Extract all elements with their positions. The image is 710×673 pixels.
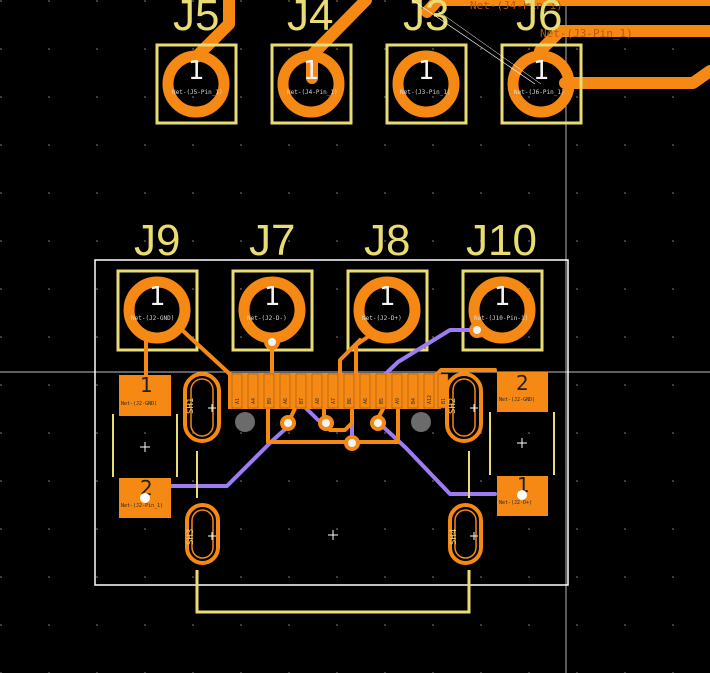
top-connector-j5[interactable]: J5 1 Net-(J5-Pin_1) <box>155 0 238 125</box>
usb-pin-label: A4 <box>251 398 257 404</box>
slot-sh3-label: SH3 <box>186 529 196 545</box>
usb-pin-label: A12 <box>427 395 433 404</box>
bottom-trace-right <box>376 420 497 496</box>
top-connector-j6-ref: J6 <box>516 0 562 40</box>
slot-sh4[interactable]: SH4 <box>448 503 483 565</box>
via-group <box>140 322 527 503</box>
fanout-center-loop <box>266 400 400 444</box>
top-connector-j4-ref: J4 <box>287 0 333 40</box>
mid-connector-j9-net: Net-(J2-GND) <box>131 315 174 322</box>
usb-pin-label: A9 <box>395 398 401 404</box>
mid-connector-j7-ref: J7 <box>249 216 295 265</box>
usb-pin-a9-10[interactable]: A9 <box>391 373 403 409</box>
mid-connector-j7-pin: 1 <box>264 282 281 312</box>
board-outline <box>94 259 569 586</box>
usb-pin-a6-8[interactable]: A6 <box>359 373 371 409</box>
top-connector-j4-net: Net-(J4-Pin_1) <box>287 89 338 96</box>
slot-sh2[interactable]: SH2 <box>445 372 483 443</box>
top-connector-j6[interactable]: J6 1 Net-(J6-Pin_1) <box>500 0 583 125</box>
usb-pin-b9-2[interactable]: B9 <box>263 373 275 409</box>
top-trace-j6-lower <box>559 65 710 89</box>
usb-pin-list: A1 A4 B9 A6 B7 A8 A7 B6 A6 B5 A9 B4 A12 B1 <box>231 373 449 409</box>
mid-connector-j10-pin: 1 <box>494 282 511 312</box>
net-label-j4: Net-(J4-Pin_1) <box>470 0 563 12</box>
pad-right-top[interactable]: 2 Net-(J2-GND) <box>497 371 548 412</box>
ratsnest-line-2 <box>437 10 542 85</box>
usb-pin-label: A1 <box>235 398 241 404</box>
pad-left-top[interactable]: 1 Net-(J2-GND) <box>119 373 171 416</box>
usb-pin-b5-9[interactable]: B5 <box>375 373 387 409</box>
ratsnest-line-1 <box>411 0 536 85</box>
usb-pin-label: A6 <box>363 398 369 404</box>
usb-pin-label: B6 <box>347 398 353 404</box>
usb-pin-b7-4[interactable]: B7 <box>295 373 307 409</box>
slot-sh2-label: SH2 <box>448 398 458 414</box>
usb-pin-a12-12[interactable]: A12 <box>423 373 435 409</box>
top-connector-j3-pin: 1 <box>418 56 435 86</box>
slot-sh4-label: SH4 <box>449 529 459 545</box>
mount-hole-right <box>411 412 431 432</box>
top-connector-j3-ref: J3 <box>403 0 449 40</box>
usb-pin-a8-5[interactable]: A8 <box>311 373 323 409</box>
usb-pin-label: B9 <box>267 398 273 404</box>
usb-pin-label: A7 <box>331 398 337 404</box>
pad-left-top-num: 1 <box>140 373 153 397</box>
usb-pin-a1-0[interactable]: A1 <box>231 373 243 409</box>
pad-left-top-net: Net-(J2-GND) <box>121 401 157 407</box>
mid-connector-j10[interactable]: J10 1 Net-(J10-Pin-1) <box>461 216 544 352</box>
slot-sh3[interactable]: SH3 <box>185 503 220 565</box>
silkscreen-right-marker <box>489 412 555 475</box>
mount-hole-left <box>235 412 255 432</box>
silkscreen-bottom-u <box>195 570 471 614</box>
usb-pin-b6-7[interactable]: B6 <box>343 373 355 409</box>
mid-connector-j7[interactable]: J7 1 Net-(J2-D-) <box>231 216 314 352</box>
usb-pin-label: B1 <box>441 398 447 404</box>
top-trace-j3 <box>421 0 710 18</box>
usb-pin-label: A8 <box>315 398 321 404</box>
mid-connector-j9-pin: 1 <box>149 282 166 312</box>
top-connector-j4[interactable]: J4 1 Net-(J4-Pin_1) <box>270 0 353 125</box>
bottom-trace-left <box>168 421 294 488</box>
pad-right-top-net: Net-(J2-GND) <box>499 397 535 403</box>
slot-sh1-label: SH1 <box>186 398 196 414</box>
mid-connector-j8-net: Net-(J2-D+) <box>362 315 402 322</box>
mid-connector-j8-ref: J8 <box>364 216 410 265</box>
mid-connector-j8-pin: 1 <box>379 282 396 312</box>
usb-pin-b4-11[interactable]: B4 <box>407 373 419 409</box>
top-connector-j6-net: Net-(J6-Pin_1) <box>514 89 565 96</box>
top-connector-j5-pin: 1 <box>188 56 205 86</box>
pad-right-bottom-net: Net-(J2-D+) <box>499 500 532 506</box>
alignment-crosses <box>140 404 527 540</box>
top-connector-j6-pin: 1 <box>533 56 550 86</box>
mid-connector-j9[interactable]: J9 1 Net-(J2-GND) <box>116 216 199 352</box>
usb-pin-a7-6[interactable]: A7 <box>327 373 339 409</box>
top-connector-j3-net: Net-(J3-Pin_1) <box>400 89 451 96</box>
usb-connector-footprint: A1 A4 B9 A6 B7 A8 A7 B6 A6 B5 A9 B4 A12 B1 <box>228 373 449 432</box>
mid-connector-j9-ref: J9 <box>134 216 180 265</box>
usb-pin-a6-3[interactable]: A6 <box>279 373 291 409</box>
mid-connector-j10-net: Net-(J10-Pin-1) <box>474 315 528 322</box>
pad-left-bottom-net: Net-(J2-Pin_1) <box>121 503 163 509</box>
pad-left-bottom[interactable]: 2 Net-(J2-Pin_1) <box>119 476 171 518</box>
top-connector-j5-net: Net-(J5-Pin_1) <box>172 89 223 96</box>
usb-pin-label: B7 <box>299 398 305 404</box>
silkscreen-left-marker <box>112 414 178 477</box>
mid-connector-j8[interactable]: J8 1 Net-(J2-D+) <box>346 216 429 352</box>
top-connector-j5-ref: J5 <box>173 0 219 40</box>
top-connector-j3[interactable]: J3 1 Net-(J3-Pin_1) <box>385 0 468 125</box>
usb-pin-a4-1[interactable]: A4 <box>247 373 259 409</box>
mid-connector-j7-net: Net-(J2-D-) <box>247 315 287 322</box>
usb-pin-label: B5 <box>379 398 385 404</box>
mid-connector-j10-ref: J10 <box>466 216 537 265</box>
usb-pin-label: A6 <box>283 398 289 404</box>
usb-pin-label: B4 <box>411 398 417 404</box>
top-connector-j4-pin: 1 <box>303 56 320 86</box>
pad-right-top-num: 2 <box>516 371 529 395</box>
net-label-j3: Net-(J3-Pin_1) <box>540 27 633 40</box>
